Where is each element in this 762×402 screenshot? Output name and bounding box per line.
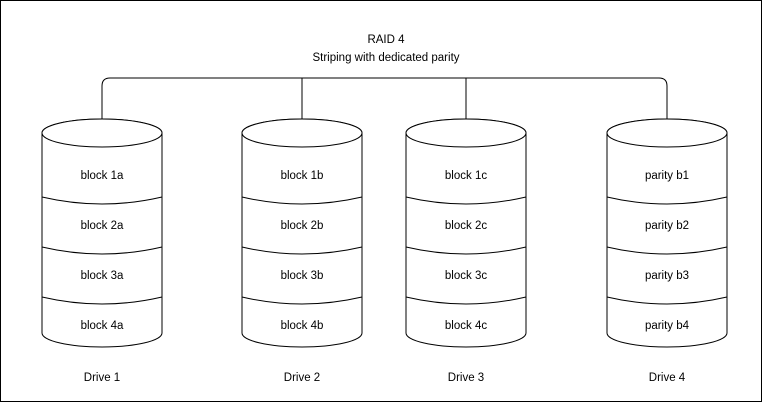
block-divider-3	[241, 296, 363, 305]
drive-cylinder-body	[405, 118, 527, 348]
block-divider-2	[606, 246, 728, 255]
drive-1: block 1a block 2a block 3a block 4a Drive 1	[41, 118, 163, 384]
drive-label-3: Drive 3	[448, 372, 484, 384]
drive-cylinder-body	[41, 118, 163, 348]
block-label: block 4a	[81, 320, 124, 332]
drive-cylinder-top	[41, 118, 163, 148]
block-label: block 4c	[445, 320, 487, 332]
block-label: block 3c	[445, 270, 487, 282]
block-divider-3	[606, 296, 728, 305]
block-label: block 3b	[281, 270, 324, 282]
block-divider-2	[405, 246, 527, 255]
drive-4: parity b1 parity b2 parity b3 parity b4 Driv…	[606, 118, 728, 384]
block-label: block 2a	[81, 220, 124, 232]
block-divider-2	[41, 246, 163, 255]
block-label: block 3a	[81, 270, 124, 282]
title-line-2: Striping with dedicated parity	[312, 52, 459, 64]
drive-2: block 1b block 2b block 3b block 4b Drive 2	[241, 118, 363, 384]
drive-label-4: Drive 4	[649, 372, 686, 384]
diagram-title: RAID 4 Striping with dedicated parity	[312, 34, 459, 64]
block-label: parity b1	[645, 170, 689, 182]
title-line-1: RAID 4	[367, 34, 405, 46]
block-label: block 2c	[445, 220, 487, 232]
drive-cylinder-top	[241, 118, 363, 148]
drive-label-2: Drive 2	[284, 372, 320, 384]
block-divider-3	[405, 296, 527, 305]
controller-bus	[101, 77, 668, 133]
block-label: parity b4	[645, 320, 690, 332]
drive-cylinder-top	[606, 118, 728, 148]
block-divider-1	[241, 196, 363, 205]
block-divider-1	[41, 196, 163, 205]
block-label: block 2b	[281, 220, 324, 232]
block-label: block 4b	[281, 320, 324, 332]
block-label: block 1a	[81, 170, 124, 182]
bus-rail	[101, 77, 668, 133]
block-label: parity b3	[645, 270, 689, 282]
block-divider-3	[41, 296, 163, 305]
block-divider-1	[405, 196, 527, 205]
drive-cylinder-body	[241, 118, 363, 348]
block-label: block 1b	[281, 170, 324, 182]
drive-3: block 1c block 2c block 3c block 4c Drive 3	[405, 118, 527, 384]
block-divider-1	[606, 196, 728, 205]
block-label: parity b2	[645, 220, 689, 232]
drive-cylinder-body	[606, 118, 728, 348]
drive-label-1: Drive 1	[84, 372, 120, 384]
block-label: block 1c	[445, 170, 487, 182]
block-divider-2	[241, 246, 363, 255]
drive-cylinder-top	[405, 118, 527, 148]
